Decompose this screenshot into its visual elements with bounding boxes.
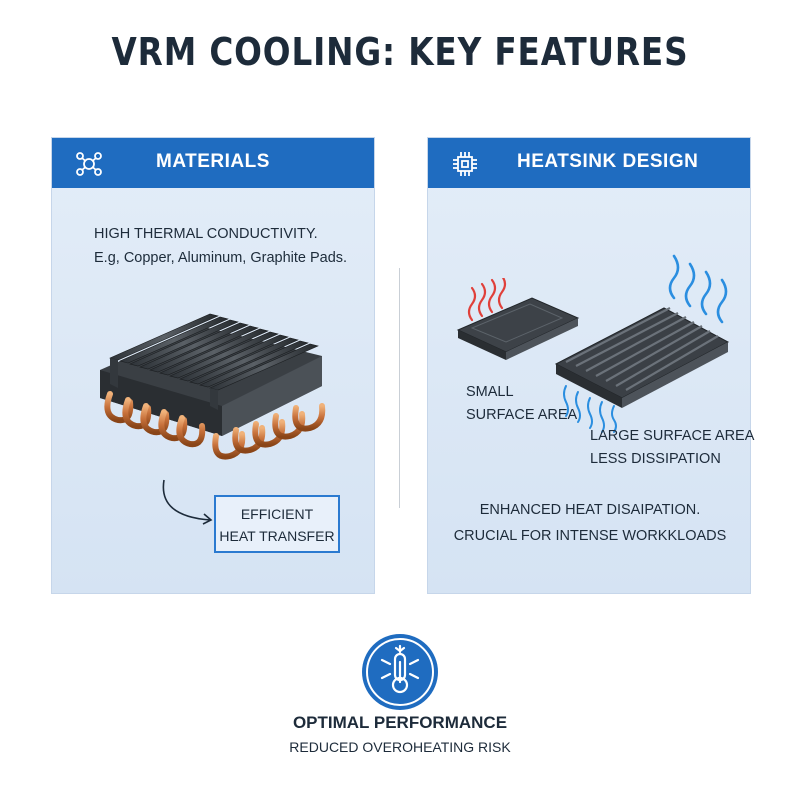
- summary-line-1: ENHANCED HEAT DISAIPATION.: [479, 502, 701, 518]
- curved-arrow-icon: [162, 479, 213, 525]
- snowflake-thermometer-icon: [362, 634, 438, 710]
- heatsink-title: HEATSINK DESIGN: [517, 151, 699, 172]
- callout-line-1: EFFICIENT: [240, 506, 314, 522]
- materials-line-2: E.g, Copper, Aluminum, Graphite Pads.: [94, 250, 348, 266]
- large-surface-line-1: LARGE SURFACE AREA: [590, 428, 755, 444]
- materials-title: MATERIALS: [156, 151, 270, 172]
- panel-divider: [399, 268, 400, 508]
- callout-line-2: HEAT TRANSFER: [219, 528, 335, 544]
- small-surface-line-1: SMALL: [466, 384, 514, 400]
- small-heatsink-illustration: [456, 278, 580, 360]
- heatsink-panel: HEATSINK DESIGN: [427, 137, 755, 594]
- efficient-heat-transfer-callout: EFFICIENT HEAT TRANSFER: [214, 495, 340, 553]
- heatsink-header: HEATSINK DESIGN: [428, 138, 750, 188]
- molecule-icon: [76, 152, 102, 176]
- summary-line-2: CRUCIAL FOR INTENSE WORKKLOADS: [453, 528, 727, 544]
- large-heatsink-illustration: [554, 254, 730, 433]
- chip-icon: [453, 152, 477, 176]
- small-surface-line-2: SURFACE AREA: [466, 407, 578, 423]
- footer-subtitle: REDUCED OVEROHEATING RISK: [289, 739, 511, 755]
- page-title: VRM COOLING: KEY FEATURES: [111, 30, 689, 74]
- materials-panel: MATERIALS HIGH THERMAL CONDUCTIVITY. E.g…: [51, 137, 375, 594]
- materials-header: MATERIALS: [52, 138, 374, 188]
- materials-line-1: HIGH THERMAL CONDUCTIVITY.: [94, 226, 318, 242]
- footer-title: OPTIMAL PERFORMANCE: [292, 713, 508, 732]
- heat-waves-icon: [467, 278, 507, 322]
- airflow-waves-icon: [668, 254, 728, 324]
- copper-heatsink-illustration: [100, 313, 326, 460]
- large-surface-line-2: LESS DISSIPATION: [590, 451, 721, 467]
